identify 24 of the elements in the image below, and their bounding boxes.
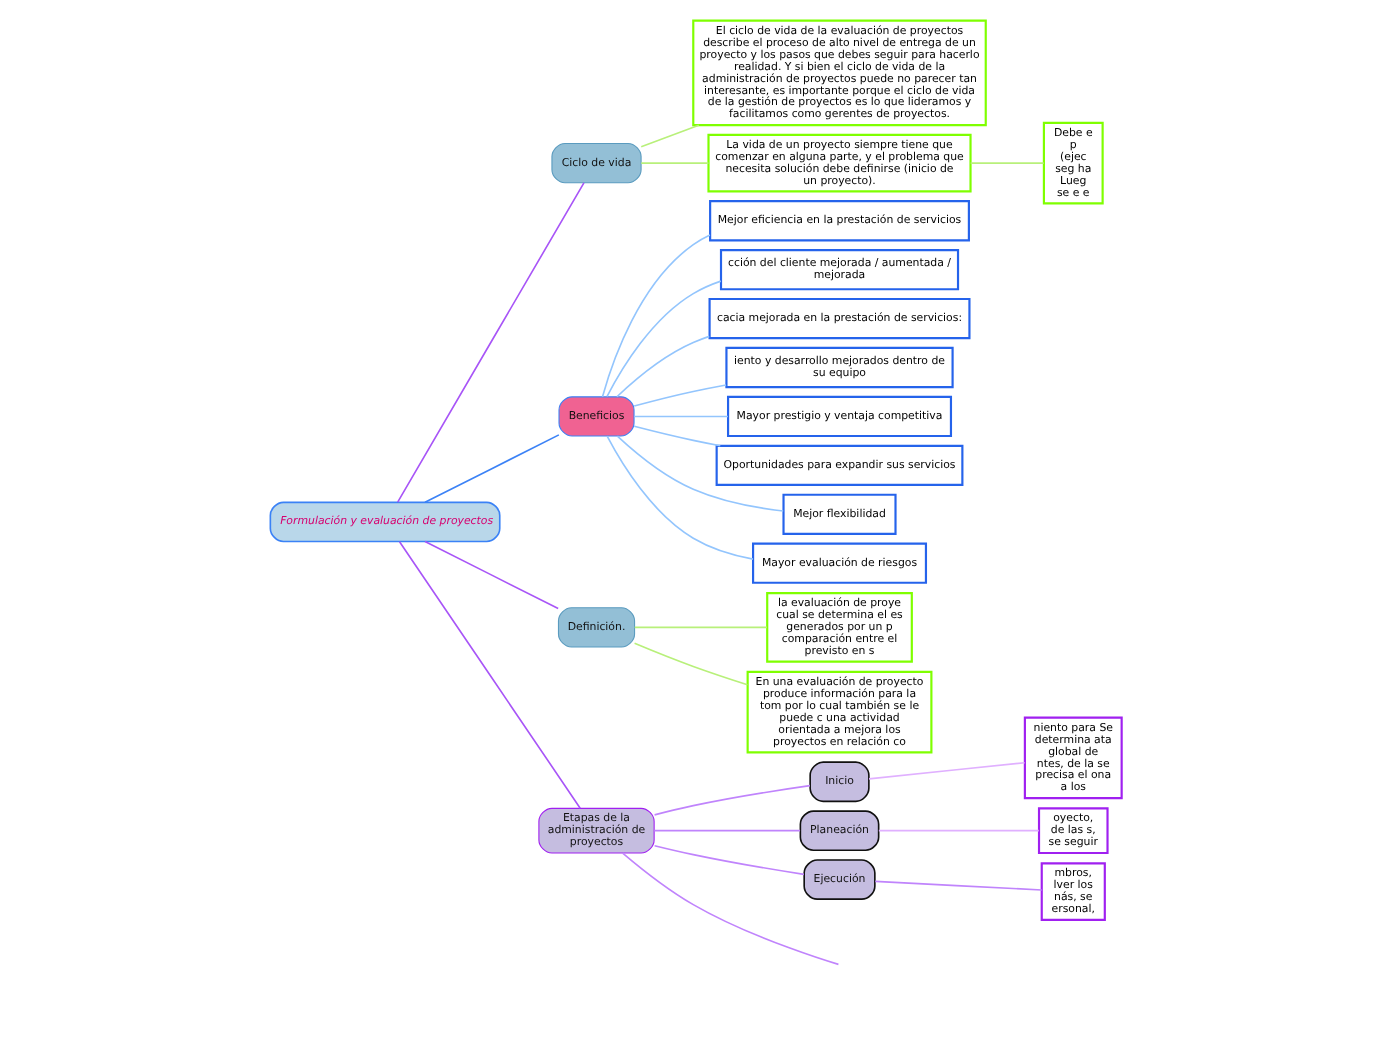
- connector: [868, 761, 1026, 780]
- connector: [621, 852, 840, 966]
- connector: [640, 124, 700, 148]
- connector: [616, 435, 785, 512]
- connector: [653, 829, 801, 832]
- connector: [424, 540, 559, 610]
- connector: [633, 642, 749, 686]
- connector: [633, 425, 722, 447]
- connector: [396, 182, 585, 503]
- connector: [969, 162, 1045, 164]
- connector: [640, 162, 710, 164]
- connector: [606, 280, 722, 398]
- connector: [878, 829, 1040, 832]
- connector: [616, 335, 711, 398]
- connector: [653, 784, 811, 816]
- connector: [633, 384, 727, 407]
- connector: [398, 540, 581, 809]
- connector: [606, 435, 754, 560]
- connector: [601, 234, 711, 398]
- connector: [874, 880, 1043, 891]
- connector: [633, 626, 768, 629]
- connector: [653, 844, 805, 876]
- connector: [633, 415, 729, 418]
- connector: [424, 434, 560, 504]
